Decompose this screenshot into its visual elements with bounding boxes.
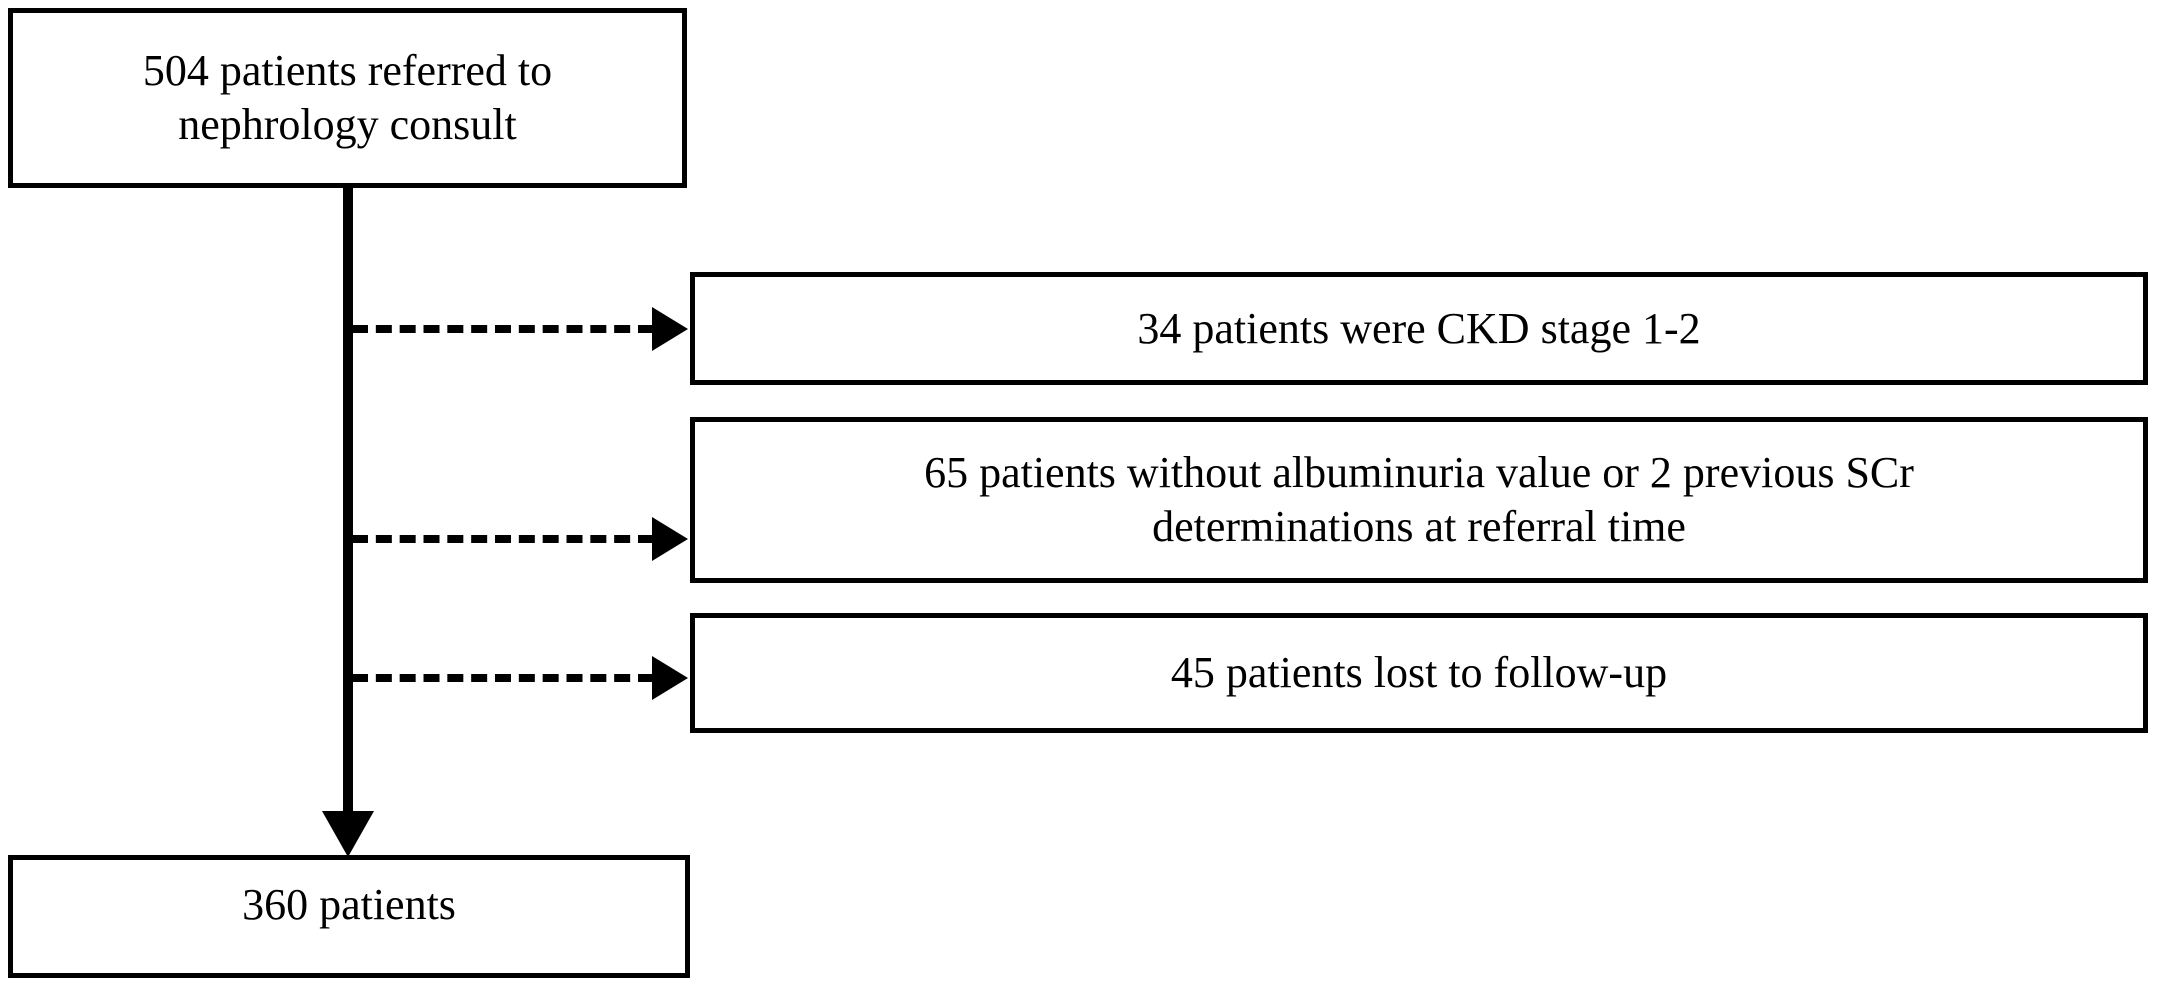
exclusion-arrowhead-icon-1 [652, 307, 688, 351]
node-start-line-1: 504 patients referred to [142, 46, 553, 96]
exclusion-line-3-1: 45 patients lost to follow-up [1170, 648, 1668, 698]
exclusion-arrowhead-icon-2 [652, 517, 688, 561]
exclusion-box-3: 45 patients lost to follow-up [690, 613, 2148, 733]
exclusion-label-3: 45 patients lost to follow-up [713, 646, 2125, 700]
main-flow-line [343, 188, 353, 813]
exclusion-connector-3 [352, 674, 654, 682]
node-start-line-2: nephrology consult [178, 100, 517, 149]
exclusion-connector-1 [352, 325, 654, 333]
exclusion-box-2: 65 patients without albuminuria value or… [690, 417, 2148, 583]
exclusion-line-1-1: 34 patients were CKD stage 1-2 [1137, 303, 1701, 353]
exclusion-label-1: 34 patients were CKD stage 1-2 [713, 302, 2125, 356]
main-flow-arrowhead-icon [322, 811, 374, 857]
node-end-label: 360 patients [242, 880, 456, 929]
exclusion-arrowhead-icon-3 [652, 656, 688, 700]
node-start-label: 504 patients referred to nephrology cons… [31, 44, 664, 151]
node-start-box: 504 patients referred to nephrology cons… [8, 8, 687, 188]
exclusion-connector-2 [352, 535, 654, 543]
exclusion-line-2-2: determinations at referral time [1152, 502, 1686, 551]
exclusion-line-2-1: 65 patients without albuminuria value or… [924, 448, 1914, 498]
exclusion-label-2: 65 patients without albuminuria value or… [713, 446, 2125, 553]
node-end-box: 360 patients [8, 855, 690, 978]
exclusion-box-1: 34 patients were CKD stage 1-2 [690, 272, 2148, 385]
